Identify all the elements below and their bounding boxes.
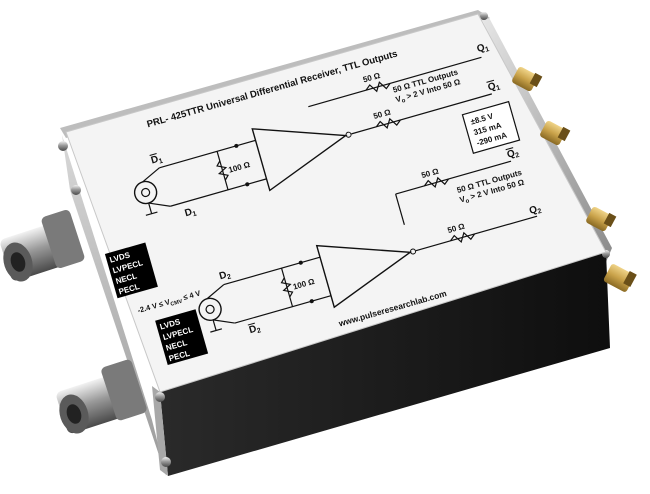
- resistor-icon: [365, 81, 391, 93]
- resistor-icon: [280, 277, 294, 298]
- ch2-amplifier-triangle: [315, 244, 413, 309]
- ch2-q-label: Q2: [528, 203, 543, 218]
- power-spec-box: ±8.5 V 315 mA -290 mA: [461, 100, 521, 154]
- resistor-icon: [423, 176, 450, 189]
- screw-icon: [58, 141, 68, 151]
- sma-connector-q2: [603, 264, 637, 292]
- ch2-dbar-label: D2: [248, 322, 262, 337]
- bnc-connector-2: [56, 359, 147, 434]
- bnc-connector-1: [0, 209, 85, 282]
- channel-1-schematic: 50 Ω Q1 50 Ω Q1 50 Ω TTL Outputs Vo > 2 …: [133, 41, 502, 221]
- screw-icon: [71, 185, 81, 195]
- ground-icon: [210, 328, 223, 333]
- screw-icon: [161, 457, 171, 467]
- screw-icon: [480, 12, 488, 20]
- resistor-icon: [216, 160, 229, 181]
- screw-icon: [155, 392, 165, 402]
- sma-connector-q1: [512, 66, 543, 92]
- logic-families-box-2: LVDS LVPECL NECL PECL: [155, 309, 209, 366]
- ground-icon: [145, 211, 158, 216]
- front-label: [65, 13, 607, 393]
- ch2-qbar-label: Q2: [506, 147, 521, 162]
- ch1-d-label: D1: [184, 206, 198, 221]
- front-edge-strip: [152, 386, 168, 476]
- ch1-dbar-label: D1: [150, 153, 164, 168]
- ch1-qbar-label: Q1: [487, 80, 502, 95]
- resistor-icon: [375, 117, 401, 129]
- sma-connectors: [512, 66, 637, 292]
- ch2-d-label: D2: [218, 269, 232, 284]
- sma-connector-q2bar: [586, 206, 617, 232]
- logic-families-box-1: LVDS LVPECL NECL PECL: [104, 242, 158, 299]
- resistor-icon: [450, 231, 476, 244]
- sma-connector-q1bar: [540, 120, 571, 146]
- enclosure-front-face: [160, 252, 610, 476]
- ch1-amplifier-triangle: [251, 128, 348, 192]
- ch1-q-label: Q1: [476, 41, 491, 56]
